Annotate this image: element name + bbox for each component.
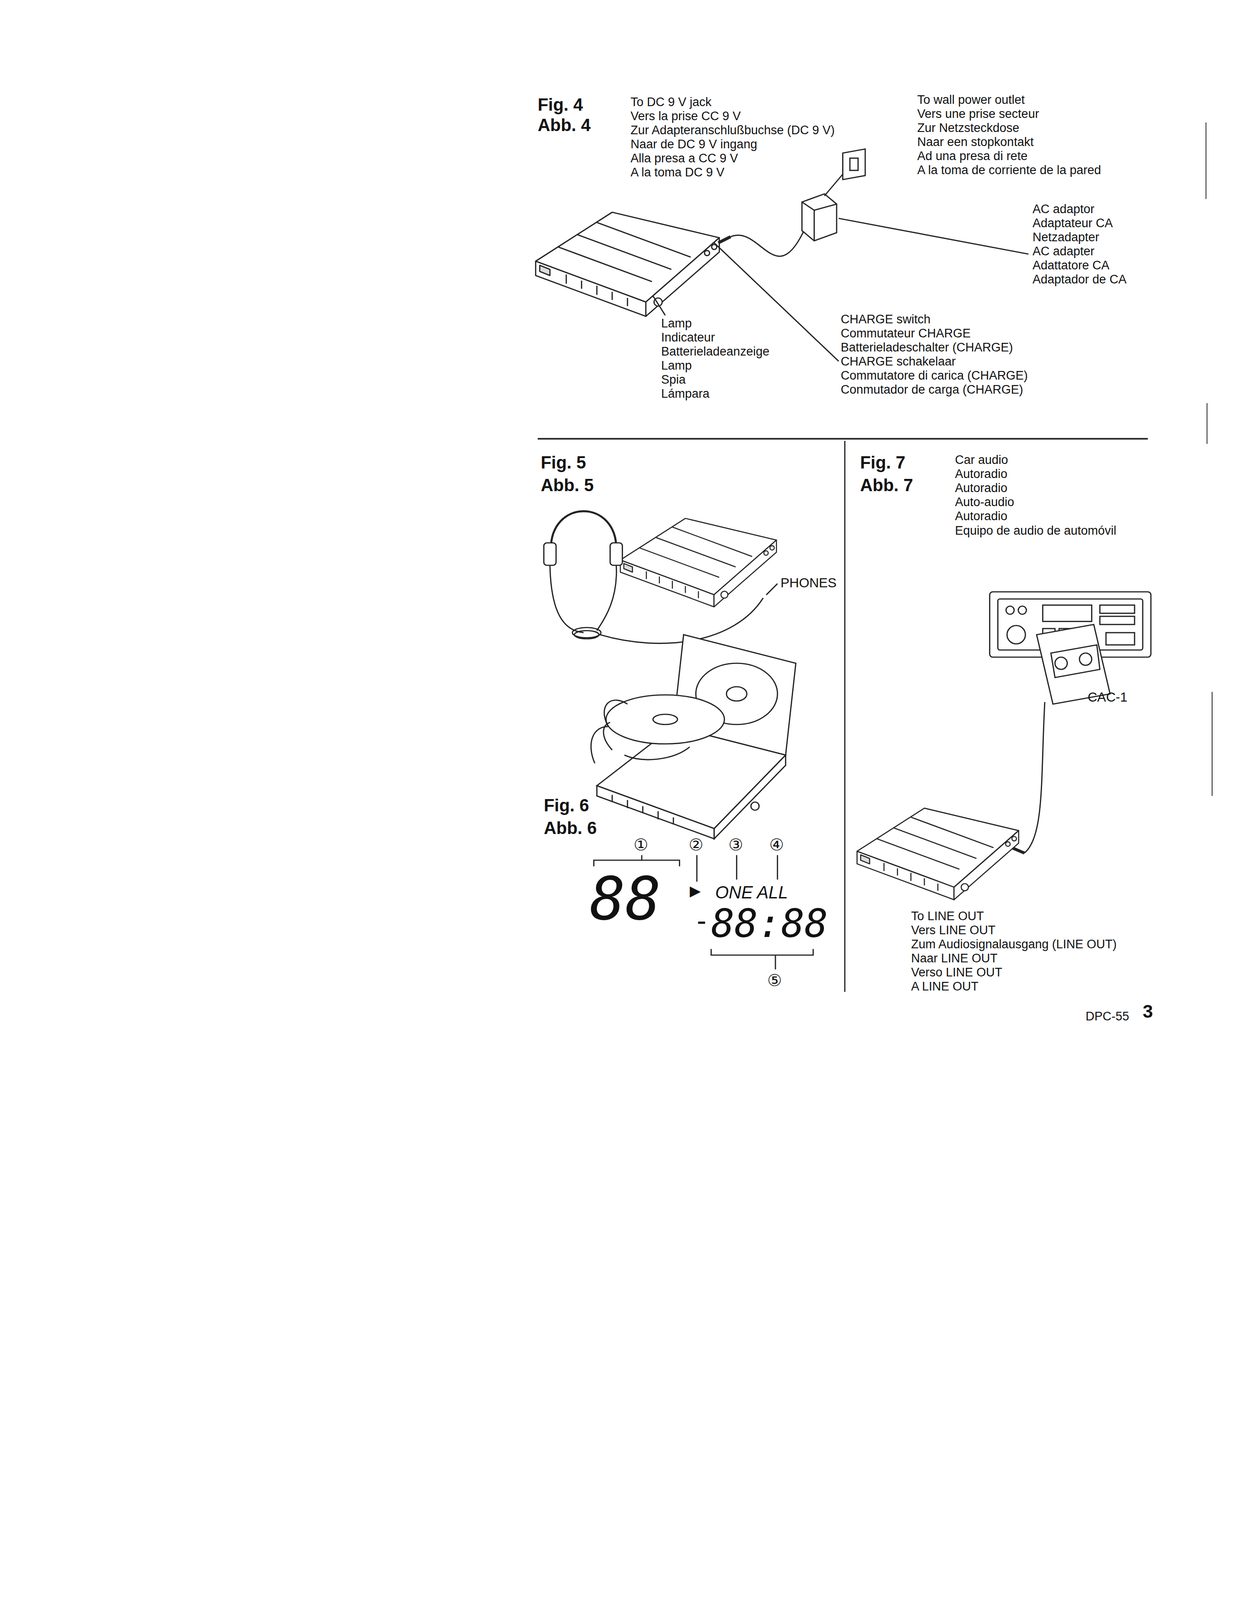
label: Auto-audio — [954, 496, 1015, 509]
label: To wall power outlet — [917, 93, 1025, 107]
label: ④ — [769, 836, 785, 853]
label: Abb. 5 — [540, 476, 595, 494]
label: ③ — [728, 836, 744, 853]
label: Abb. 7 — [860, 476, 914, 494]
label: AC adaptor — [1032, 203, 1095, 216]
fig7-drawing — [857, 591, 1151, 900]
label: Adaptador de CA — [1032, 273, 1127, 286]
label: ① — [633, 836, 648, 853]
label: Naar LINE OUT — [911, 952, 998, 965]
label: Commutatore di carica (CHARGE) — [840, 369, 1029, 382]
label: Naar een stopkontakt — [917, 136, 1034, 149]
label: Batterieladeanzeige — [661, 345, 770, 358]
label: Vers une prise secteur — [917, 107, 1040, 121]
label: Autoradio — [954, 510, 1008, 523]
label: ▶ — [689, 883, 701, 899]
label: PHONES — [780, 576, 837, 590]
label: CHARGE switch — [840, 313, 931, 326]
label: 88 — [589, 869, 662, 929]
label: AC adapter — [1032, 245, 1095, 258]
label: A LINE OUT — [911, 980, 979, 993]
label: To DC 9 V jack — [630, 96, 712, 109]
label: Naar de DC 9 V ingang — [630, 138, 758, 151]
label: Fig. 6 — [543, 796, 590, 814]
label: ② — [688, 836, 704, 853]
fig6-drawing — [590, 634, 796, 839]
label: Vers la prise CC 9 V — [630, 110, 741, 123]
label: Lamp — [661, 317, 692, 330]
label: A la toma DC 9 V — [630, 166, 725, 179]
label: Ad una presa di rete — [917, 150, 1028, 163]
label: DPC-55 — [1085, 1010, 1130, 1023]
label: Commutateur CHARGE — [840, 327, 971, 340]
label: Abb. 4 — [537, 116, 591, 134]
label: Conmutador de carga (CHARGE) — [840, 383, 1024, 396]
label: Adaptateur CA — [1032, 217, 1113, 230]
label: Autoradio — [954, 467, 1008, 481]
label: Indicateur — [661, 331, 716, 344]
label: Car audio — [954, 453, 1009, 467]
label: Vers LINE OUT — [911, 924, 996, 937]
label: Fig. 7 — [860, 453, 906, 472]
label: Zum Audiosignalausgang (LINE OUT) — [911, 938, 1117, 951]
label: ⑤ — [767, 972, 782, 989]
label: Batterieladeschalter (CHARGE) — [840, 341, 1014, 354]
fig5-drawing — [543, 511, 778, 644]
label: A la toma de corriente de la pared — [917, 164, 1102, 177]
label: Adattatore CA — [1032, 259, 1110, 272]
label: 88:88 — [711, 904, 828, 944]
label: Alla presa a CC 9 V — [630, 152, 739, 165]
label: Fig. 4 — [537, 96, 584, 114]
label: - — [696, 906, 707, 935]
label: Zur Netzsteckdose — [917, 121, 1020, 135]
label: Spia — [661, 373, 686, 386]
label: Netzadapter — [1032, 231, 1100, 244]
label: 3 — [1142, 1002, 1154, 1021]
label: Zur Adapteranschlußbuchse (DC 9 V) — [630, 124, 835, 137]
label: Fig. 5 — [540, 453, 587, 472]
label: Autoradio — [954, 482, 1008, 495]
label: Lamp — [661, 359, 692, 372]
label: Abb. 6 — [543, 819, 597, 837]
label: CAC-1 — [1087, 690, 1128, 704]
label: Verso LINE OUT — [911, 966, 1003, 979]
label: Lámpara — [661, 387, 710, 400]
label: CHARGE schakelaar — [840, 355, 956, 368]
label: ONE ALL — [715, 883, 788, 902]
fig4-drawing — [535, 149, 1029, 362]
label: To LINE OUT — [911, 910, 985, 923]
label: Equipo de audio de automóvil — [954, 524, 1117, 537]
